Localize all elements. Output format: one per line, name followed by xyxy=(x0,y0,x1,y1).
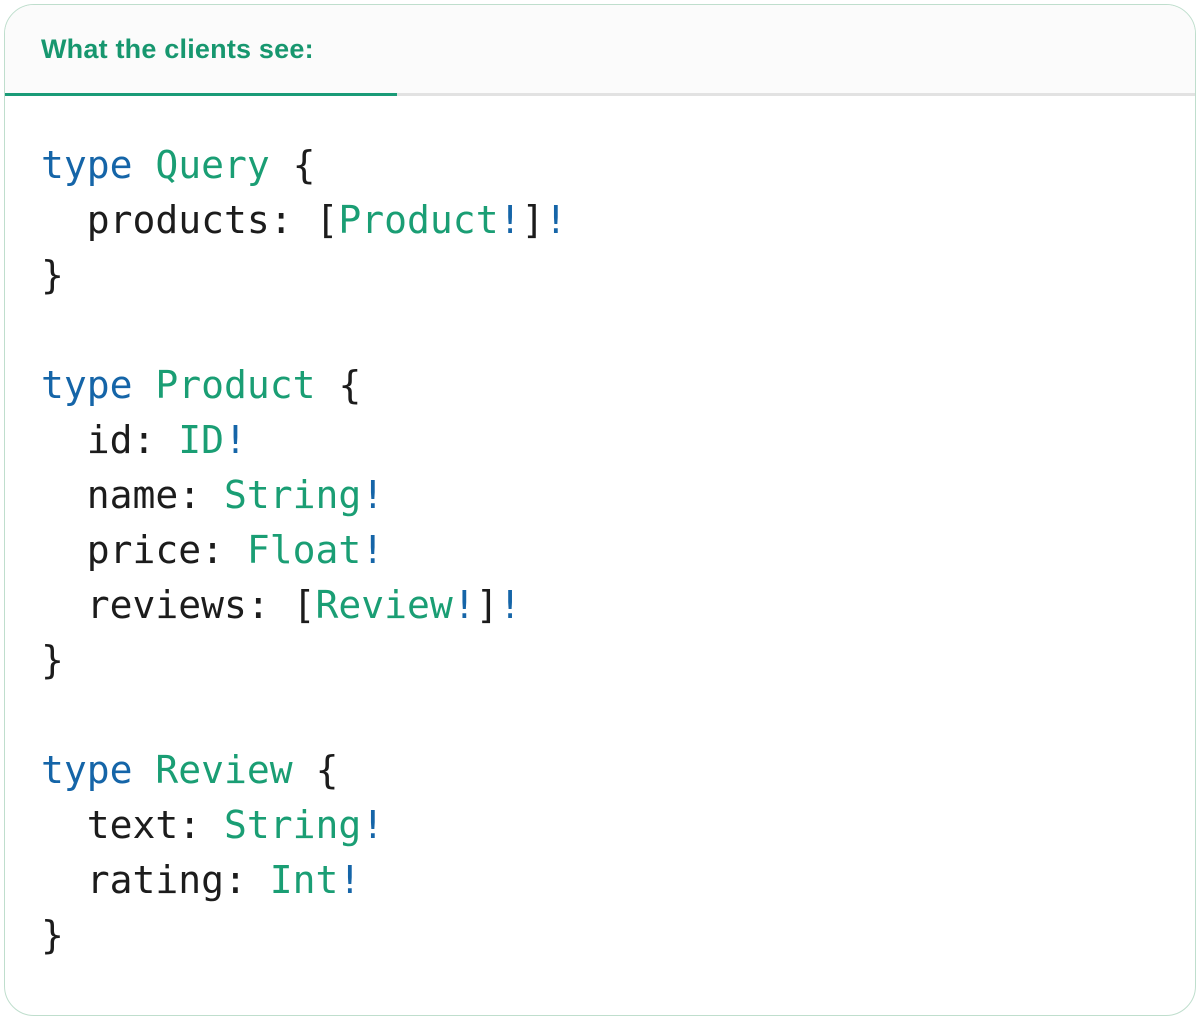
code-line: products: [Product!]! xyxy=(41,198,568,242)
type-block-query: type Query { products: [Product!]!} xyxy=(41,138,1159,303)
code-line: type Product { xyxy=(41,363,362,407)
type-block-product: type Product { id: ID! name: String! pri… xyxy=(41,358,1159,688)
code-card-header: What the clients see: xyxy=(5,5,1195,96)
active-tab-underline xyxy=(5,93,397,96)
code-line: type Query { xyxy=(41,143,316,187)
schema-code-block: type Query { products: [Product!]!}type … xyxy=(5,96,1195,1005)
code-line: } xyxy=(41,253,64,297)
code-line: price: Float! xyxy=(41,528,385,572)
code-line: type Review { xyxy=(41,748,339,792)
code-line: } xyxy=(41,913,64,957)
tab-label: What the clients see: xyxy=(41,33,314,64)
type-block-review: type Review { text: String! rating: Int!… xyxy=(41,743,1159,963)
code-line: name: String! xyxy=(41,473,385,517)
code-line: id: ID! xyxy=(41,418,247,462)
code-line: } xyxy=(41,638,64,682)
tab-what-clients-see[interactable]: What the clients see: xyxy=(5,5,397,96)
code-line: reviews: [Review!]! xyxy=(41,583,522,627)
code-line: rating: Int! xyxy=(41,858,362,902)
clients-schema-card: What the clients see: type Query { produ… xyxy=(4,4,1196,1016)
code-line: text: String! xyxy=(41,803,385,847)
